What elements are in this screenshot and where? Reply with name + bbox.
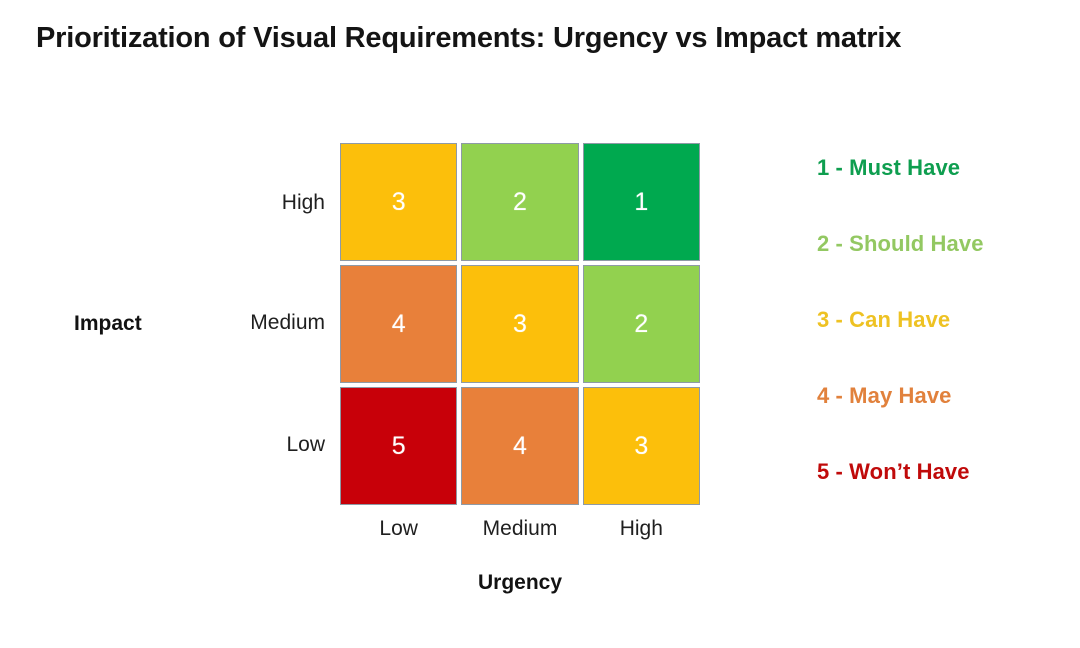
matrix-cell-value: 5 bbox=[391, 431, 406, 460]
x-axis-tick-medium: Medium bbox=[482, 517, 558, 540]
matrix-cell-medium-low[interactable]: 4 bbox=[340, 265, 458, 383]
matrix-cell-medium-high[interactable]: 2 bbox=[582, 265, 700, 383]
matrix-cell-low-high[interactable]: 3 bbox=[582, 387, 700, 505]
matrix-cell-value: 3 bbox=[634, 431, 649, 460]
legend-item-can-have: 3 - Can Have bbox=[817, 307, 951, 332]
matrix-cell-value: 3 bbox=[391, 187, 406, 216]
matrix-cell-high-high[interactable]: 1 bbox=[582, 143, 700, 261]
legend-item-wont-have: 5 - Won’t Have bbox=[817, 459, 970, 484]
legend-item-may-have: 4 - May Have bbox=[817, 383, 952, 408]
matrix-cell-value: 4 bbox=[391, 309, 406, 338]
legend-item-should-have: 2 - Should Have bbox=[817, 231, 984, 256]
x-axis-title: Urgency bbox=[477, 571, 563, 594]
matrix-cell-high-medium[interactable]: 2 bbox=[461, 143, 579, 261]
matrix-cell-value: 3 bbox=[513, 309, 527, 338]
y-axis-tick-low: Low bbox=[286, 433, 325, 456]
matrix-cell-value: 4 bbox=[513, 431, 527, 460]
matrix-cell-value: 2 bbox=[513, 187, 527, 216]
matrix-cell-low-medium[interactable]: 4 bbox=[461, 387, 579, 505]
y-axis-ticks: High Medium Low bbox=[150, 143, 325, 505]
matrix-cell-medium-medium[interactable]: 3 bbox=[461, 265, 579, 383]
y-axis-tick-medium: Medium bbox=[250, 311, 325, 334]
priority-matrix: 3 2 1 4 3 2 5 4 3 bbox=[340, 143, 700, 505]
y-axis-tick-high: High bbox=[281, 191, 325, 214]
y-axis-title: Impact bbox=[74, 312, 142, 335]
x-axis-tick-high: High bbox=[619, 517, 663, 540]
legend-item-must-have: 1 - Must Have bbox=[817, 155, 961, 180]
priority-legend: 1 - Must Have 2 - Should Have 3 - Can Ha… bbox=[817, 152, 1067, 532]
page-title: Prioritization of Visual Requirements: U… bbox=[36, 22, 902, 54]
matrix-cell-value: 1 bbox=[634, 187, 649, 216]
matrix-cell-value: 2 bbox=[634, 309, 649, 338]
matrix-cell-high-low[interactable]: 3 bbox=[340, 143, 458, 261]
x-axis-ticks: Low Medium High bbox=[340, 517, 700, 541]
matrix-grid: 3 2 1 4 3 2 5 4 3 bbox=[340, 143, 700, 505]
matrix-cell-low-low[interactable]: 5 bbox=[340, 387, 458, 505]
x-axis-tick-low: Low bbox=[379, 517, 418, 540]
